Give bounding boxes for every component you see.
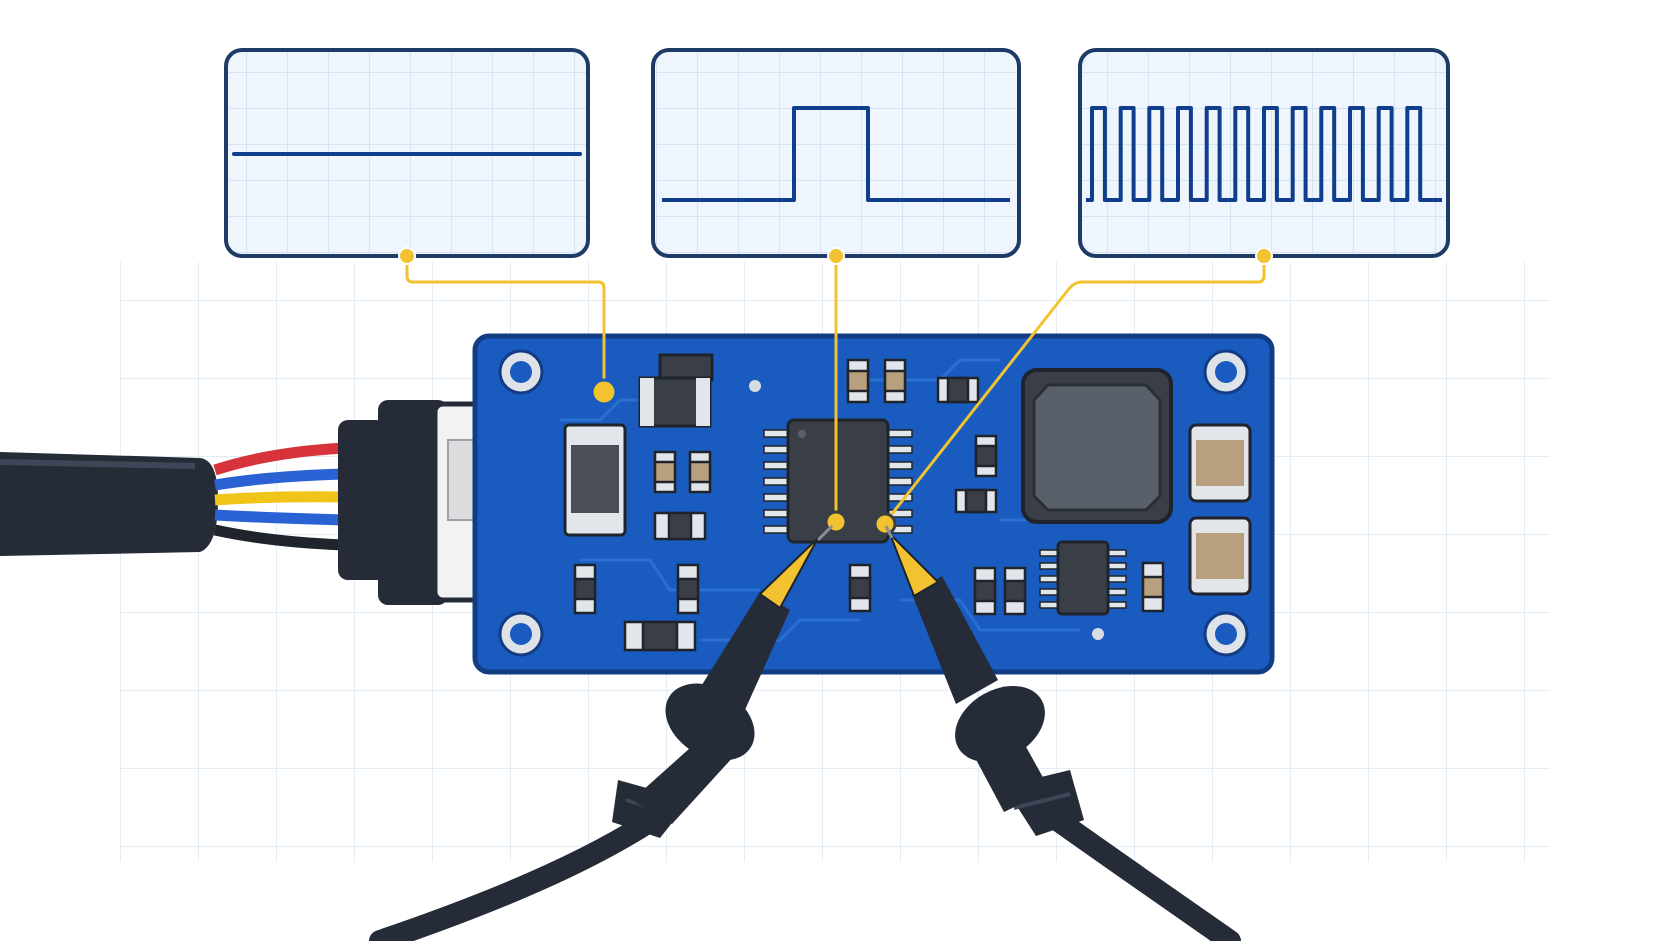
callout-dots (398, 247, 1273, 536)
connector-housing (338, 420, 386, 580)
main-ic-chip (763, 418, 913, 544)
probe-right (884, 525, 1241, 941)
secondary-ic-chip (1039, 540, 1127, 616)
oscilloscope-probe-icon (369, 524, 1241, 941)
smd-resistors (573, 358, 1165, 652)
ic-pin (885, 429, 913, 438)
wire-blue-2 (214, 509, 346, 526)
scope-window-pulse (651, 48, 1021, 258)
single-pulse-signal-icon (662, 106, 1010, 202)
ic-pin (885, 445, 913, 454)
power-inductor (1021, 368, 1173, 524)
ceramic-capacitors (1188, 423, 1252, 596)
diode (563, 423, 627, 537)
wire-black (213, 524, 346, 551)
circuit-board-icon (472, 333, 1275, 675)
ic-pin (763, 445, 791, 454)
clock-square-wave-icon (1086, 106, 1442, 202)
ic-pin (885, 477, 913, 486)
ic-pin (763, 477, 791, 486)
probe-contact-right (873, 512, 897, 536)
ic-pin (763, 493, 791, 502)
wire-blue (214, 468, 346, 491)
transistor (638, 353, 714, 428)
ic-pin (763, 509, 791, 518)
test-point-marker (590, 378, 618, 406)
scope-window-clock (1078, 48, 1450, 258)
wire-yellow (214, 491, 346, 506)
scope-window-flat (224, 48, 590, 258)
wire-red (213, 442, 346, 476)
ic-pin (763, 461, 791, 470)
callout-lines (405, 256, 1266, 525)
ic-pin (763, 525, 791, 534)
ic-pin (763, 429, 791, 438)
callout-line-flat (405, 256, 606, 392)
ic-pin (885, 461, 913, 470)
cable-jacket (0, 452, 218, 556)
callout-line-clock (882, 256, 1266, 525)
probe-left (369, 524, 834, 941)
